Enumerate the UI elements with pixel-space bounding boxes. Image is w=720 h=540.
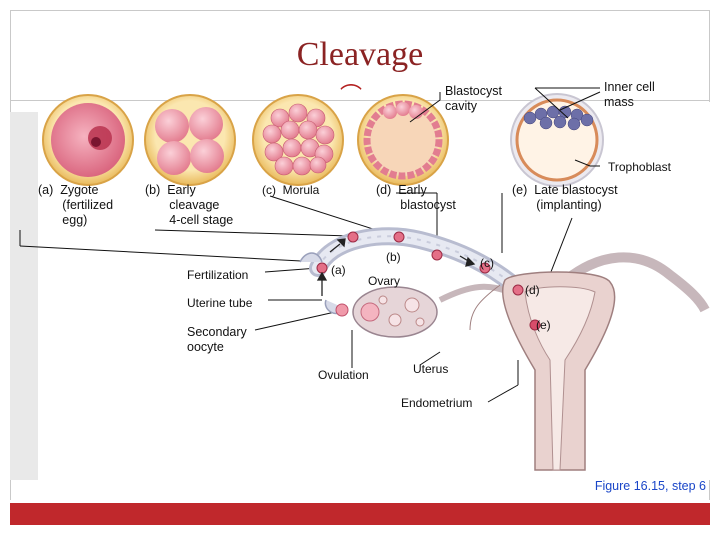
marker-d: (d) — [525, 283, 540, 297]
label-trophoblast: Trophoblast — [608, 160, 671, 174]
label-endometrium: Endometrium — [401, 396, 473, 410]
side-band-left — [10, 112, 38, 480]
label-inner-cell-mass: Inner cell mass — [604, 80, 655, 109]
label-early-cleavage: (b) Early cleavage 4-cell stage — [145, 183, 234, 227]
label-blastocyst-cavity: Blastocyst cavity — [445, 84, 502, 113]
label-secondary-oocyte: Secondary oocyte — [187, 325, 247, 354]
morula-illustration — [252, 94, 344, 186]
late-blastocyst-illustration — [510, 93, 604, 187]
uterus-illustration — [469, 271, 616, 471]
label-ovulation: Ovulation — [318, 368, 369, 382]
four-cell-illustration — [144, 94, 236, 186]
label-zygote: (a) Zygote (fertilized egg) — [38, 183, 114, 227]
right-uterine-tube — [556, 252, 710, 313]
label-early-blastocyst: (d) Early blastocyst — [376, 183, 456, 212]
ovary-illustration — [335, 286, 438, 338]
figure-caption: Figure 16.15, step 6 — [594, 479, 706, 493]
embryo-markers — [316, 231, 541, 331]
marker-b: (b) — [386, 250, 401, 264]
flow-arrows — [316, 238, 476, 296]
frame-title-rule — [10, 100, 710, 101]
zygote-illustration — [42, 94, 134, 186]
marker-e: (e) — [536, 318, 551, 332]
uterine-tube — [299, 227, 529, 315]
label-fertilization: Fertilization — [187, 268, 249, 282]
footer-bar — [10, 503, 710, 525]
label-uterus: Uterus — [413, 362, 449, 376]
slide-title: Cleavage — [296, 36, 424, 73]
marker-c: (c) — [480, 256, 494, 270]
label-late-blastocyst: (e) Late blastocyst (implanting) — [512, 183, 618, 212]
label-uterine-tube: Uterine tube — [187, 296, 253, 310]
frame-top-line — [10, 10, 710, 11]
pointer-lines-top — [19, 87, 601, 403]
marker-a: (a) — [331, 263, 346, 277]
label-ovary: Ovary — [368, 274, 401, 288]
early-blastocyst-illustration — [357, 94, 449, 186]
label-morula: (c) Morula — [262, 183, 320, 197]
